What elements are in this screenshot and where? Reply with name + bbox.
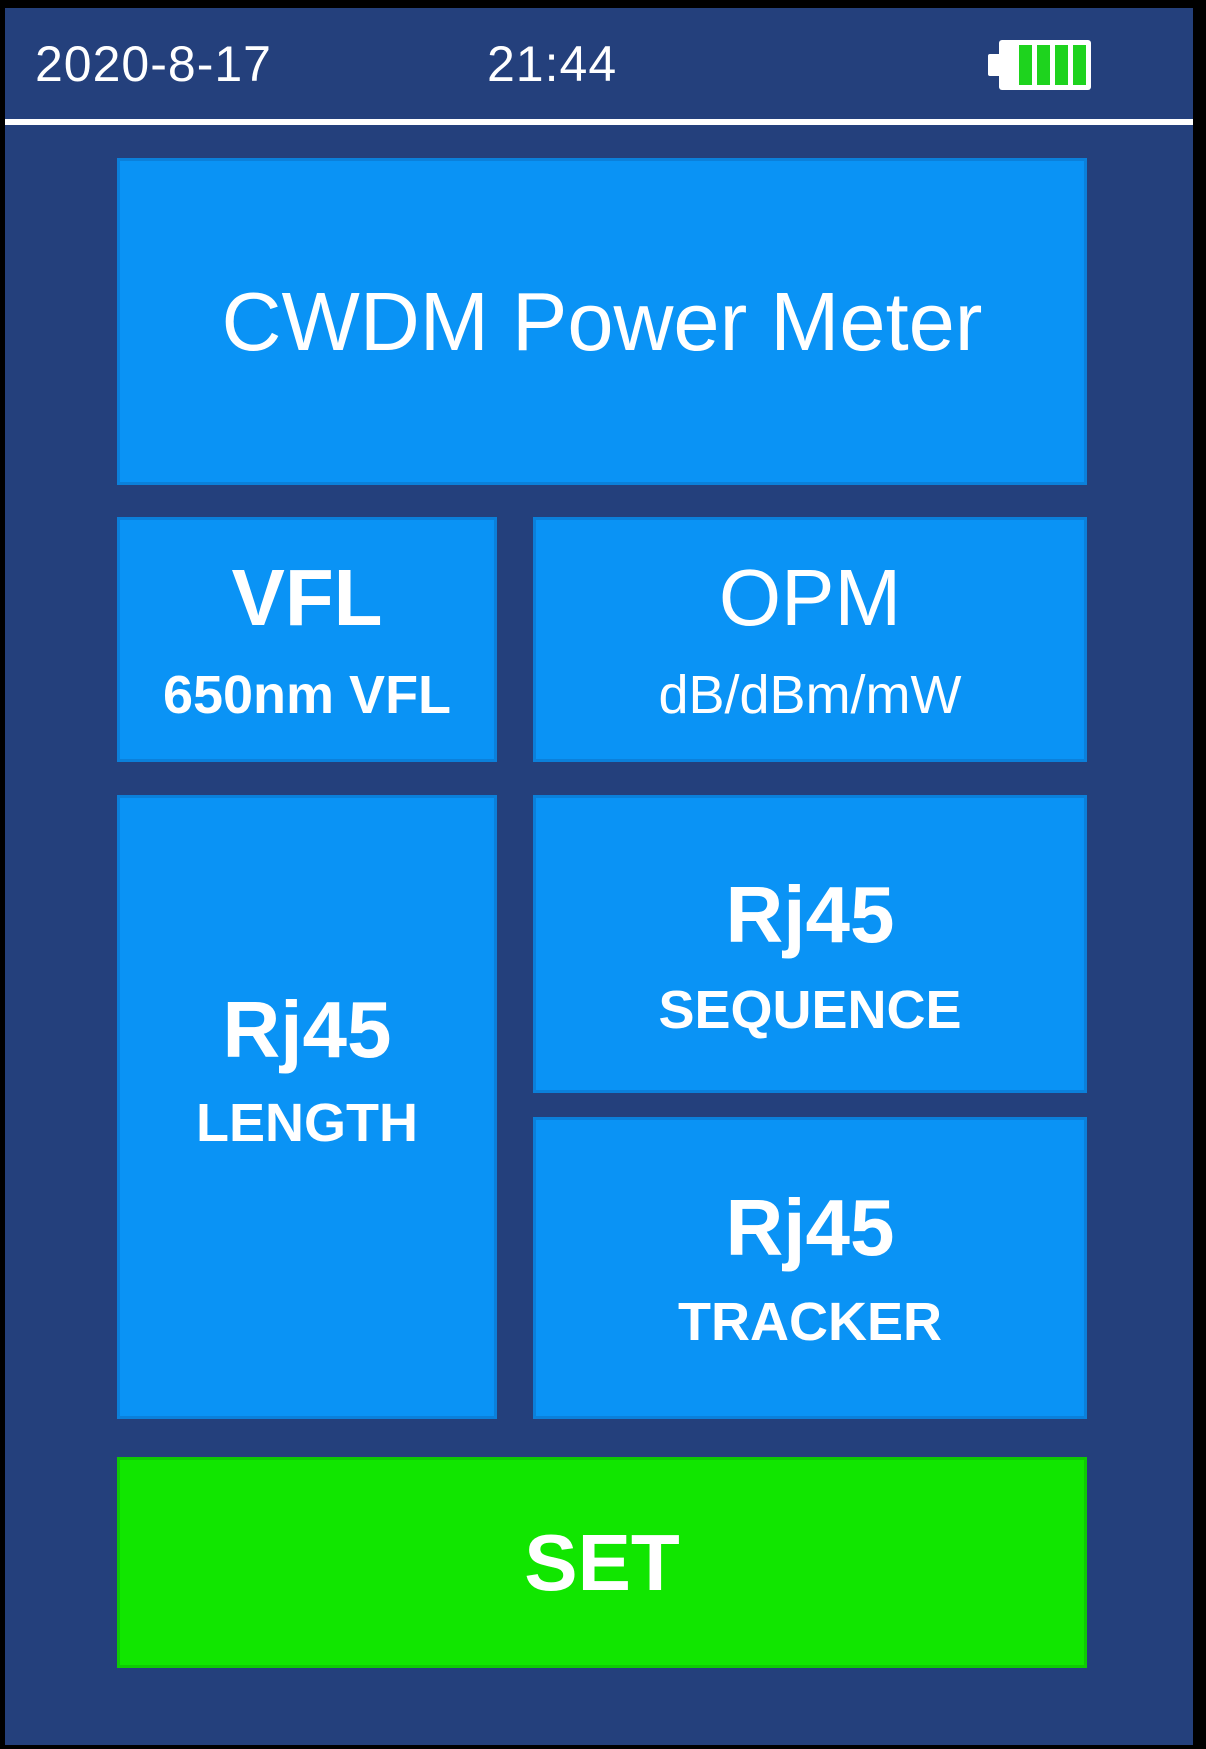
opm-label: OPM — [718, 552, 902, 642]
set-label: SET — [524, 1517, 680, 1607]
rj45-length-button[interactable]: Rj45 LENGTH — [117, 795, 497, 1419]
set-button[interactable]: SET — [117, 1457, 1087, 1668]
statusbar-divider — [5, 119, 1193, 125]
rj45-length-label: Rj45 — [222, 985, 392, 1074]
opm-sublabel: dB/dBm/mW — [658, 664, 962, 725]
rj45-tracker-sublabel: TRACKER — [678, 1291, 942, 1352]
battery-bar — [1055, 45, 1068, 85]
rj45-length-sublabel: LENGTH — [196, 1093, 418, 1153]
battery-bar — [1073, 45, 1086, 85]
vfl-sublabel: 650nm VFL — [162, 664, 452, 725]
vfl-button[interactable]: VFL 650nm VFL — [117, 517, 497, 762]
battery-bar — [1019, 45, 1032, 85]
battery-level-bars — [1019, 45, 1086, 85]
battery-bar — [1037, 45, 1050, 85]
rj45-sequence-label: Rj45 — [725, 870, 895, 959]
rj45-tracker-label: Rj45 — [725, 1182, 895, 1272]
vfl-label: VFL — [231, 552, 383, 642]
battery-icon — [988, 40, 1091, 90]
battery-terminal — [988, 54, 1000, 76]
status-bar: 2020-8-17 21:44 — [5, 8, 1193, 119]
rj45-sequence-button[interactable]: Rj45 SEQUENCE — [533, 795, 1087, 1093]
cwdm-power-meter-label: CWDM Power Meter — [221, 275, 983, 368]
cwdm-power-meter-button[interactable]: CWDM Power Meter — [117, 158, 1087, 485]
status-date: 2020-8-17 — [35, 35, 272, 92]
status-time: 21:44 — [487, 35, 618, 92]
rj45-sequence-sublabel: SEQUENCE — [658, 980, 962, 1040]
opm-button[interactable]: OPM dB/dBm/mW — [533, 517, 1087, 762]
rj45-tracker-button[interactable]: Rj45 TRACKER — [533, 1117, 1087, 1419]
device-screen: 2020-8-17 21:44 CWDM Power Meter VFL 650… — [5, 8, 1193, 1745]
